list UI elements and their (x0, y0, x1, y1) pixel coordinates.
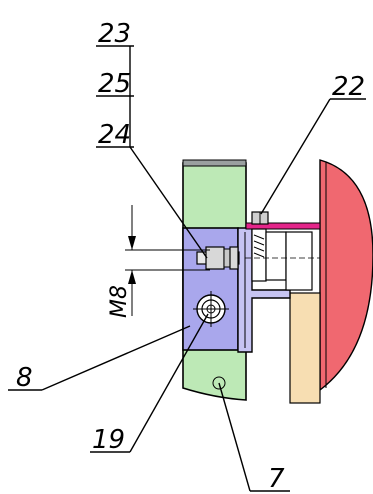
bolt-thread-right (253, 234, 265, 258)
red-rail-part (319, 159, 373, 392)
spacer-block-right (285, 231, 313, 291)
leader-24-to-bolt (129, 146, 208, 259)
label-part-22: 22 (332, 72, 365, 102)
green-bracket-top-cap (182, 159, 247, 167)
beige-spacer (289, 292, 321, 404)
nut-25-second (229, 246, 239, 270)
label-part-25: 25 (98, 69, 131, 99)
label-part-19: 19 (92, 425, 125, 455)
leader-7-to-bracket (218, 382, 251, 492)
leader-22-to-nut (260, 98, 331, 215)
label-part-7: 7 (268, 464, 285, 494)
bracket-hole-marker (212, 376, 226, 390)
leader-8-to-plate (41, 325, 191, 391)
washer-right (265, 231, 287, 281)
blue-plate-part-8 (182, 227, 239, 351)
washer-23 (223, 248, 231, 268)
label-part-8: 8 (16, 363, 33, 393)
thread-size-label: M8 (107, 285, 132, 318)
m8-arrow-top (128, 236, 136, 250)
label-part-24: 24 (98, 120, 131, 150)
label-part-23: 23 (98, 19, 131, 49)
leader-19-to-rivet (129, 313, 209, 453)
m8-arrow-bottom (128, 270, 136, 284)
pink-strip (245, 222, 321, 230)
